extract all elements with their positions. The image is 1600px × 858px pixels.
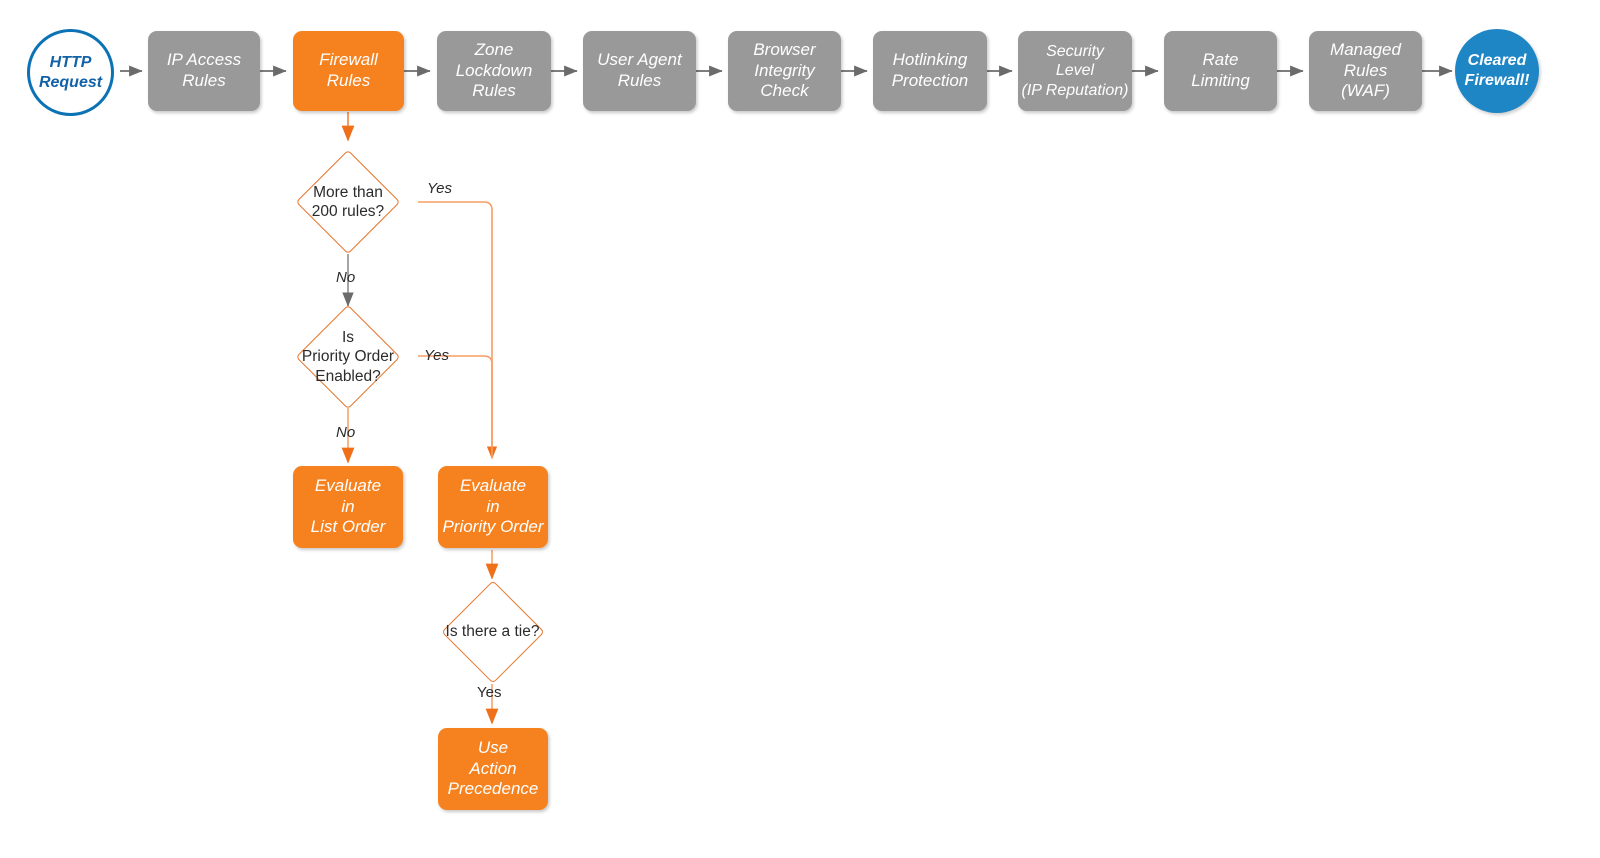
node-managed-rules-waf[interactable]: Managed Rules (WAF) [1309,31,1422,111]
edge-label-more-than-200-no: No [336,269,356,286]
decision-more-than-200-rules[interactable]: More than 200 rules? [276,149,420,255]
node-browser-integrity-check[interactable]: Browser Integrity Check [728,31,841,111]
node-evaluate-in-priority-order-label: Evaluate in Priority Order [442,475,544,537]
node-user-agent-rules-label: User Agent Rules [597,50,682,90]
node-browser-integrity-check-label: Browser Integrity Check [753,39,816,101]
edge-label-priority-enabled-no: No [336,424,356,441]
node-evaluate-in-priority-order[interactable]: Evaluate in Priority Order [438,466,548,548]
node-rate-limiting-label: Rate Limiting [1191,50,1250,90]
node-use-action-precedence-label: Use Action Precedence [447,737,539,799]
decision-is-priority-order-enabled-label: Is Priority Order Enabled? [301,328,395,385]
node-ip-access-rules-label: IP Access Rules [166,50,242,90]
node-security-level[interactable]: Security Level (IP Reputation) [1018,31,1132,111]
node-firewall-rules[interactable]: Firewall Rules [293,31,404,111]
node-evaluate-in-list-order[interactable]: Evaluate in List Order [293,466,403,548]
node-hotlinking-protection[interactable]: Hotlinking Protection [873,31,987,111]
decision-more-than-200-rules-label: More than 200 rules? [311,183,385,220]
node-zone-lockdown-rules-label: Zone Lockdown Rules [455,39,533,101]
node-use-action-precedence[interactable]: Use Action Precedence [438,728,548,810]
node-rate-limiting[interactable]: Rate Limiting [1164,31,1277,111]
node-ip-access-rules[interactable]: IP Access Rules [148,31,260,111]
node-firewall-rules-label: Firewall Rules [319,50,378,90]
node-cleared-firewall[interactable]: Cleared Firewall! [1455,29,1539,113]
node-hotlinking-protection-label: Hotlinking Protection [891,50,969,90]
edge-priority-enabled-yes [418,355,493,458]
node-security-level-label: Security Level (IP Reputation) [1021,42,1129,99]
edge-label-priority-enabled-yes: Yes [424,347,450,364]
edge-more-than-200-yes [418,201,498,460]
node-user-agent-rules[interactable]: User Agent Rules [583,31,696,111]
node-http-request[interactable]: HTTP Request [27,29,114,116]
decision-is-there-a-tie[interactable]: Is there a tie? [424,580,561,684]
node-zone-lockdown-rules[interactable]: Zone Lockdown Rules [437,31,551,111]
node-evaluate-in-list-order-label: Evaluate in List Order [310,475,386,537]
edge-label-tie-yes: Yes [477,684,502,701]
decision-is-priority-order-enabled[interactable]: Is Priority Order Enabled? [276,304,420,410]
edge-label-more-than-200-yes: Yes [427,180,453,197]
decision-is-there-a-tie-label: Is there a tie? [445,623,540,641]
node-cleared-firewall-label: Cleared Firewall! [1464,52,1530,89]
node-http-request-label: HTTP Request [38,53,103,91]
node-managed-rules-waf-label: Managed Rules (WAF) [1330,39,1401,101]
